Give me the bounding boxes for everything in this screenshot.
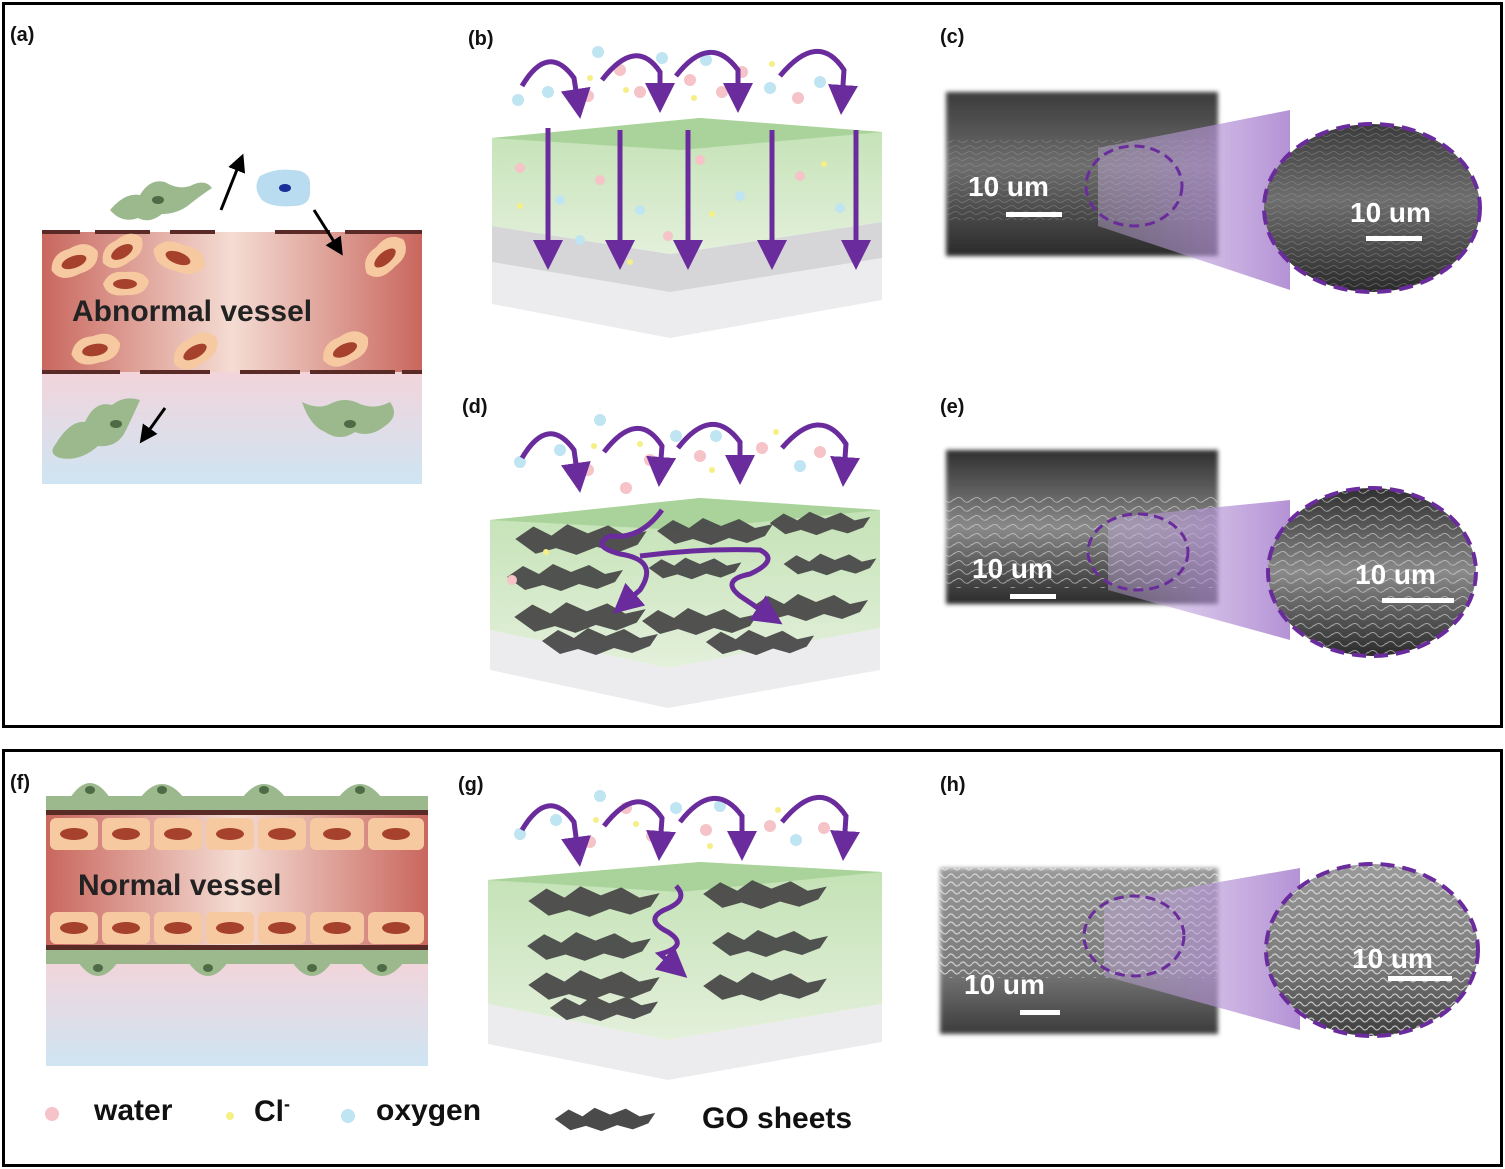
- sem-image-c: [946, 92, 1482, 294]
- permeation-arrows-d: [519, 422, 861, 625]
- scale-label-h-main: 10 um: [964, 969, 1045, 1000]
- legend-chloride-text: Cl: [254, 1095, 284, 1128]
- panel-label-g: (g): [458, 774, 484, 796]
- abnormal-vessel-diagram: [42, 153, 422, 484]
- panel-label-h: (h): [940, 774, 966, 796]
- permeation-arrows-b: [519, 49, 871, 270]
- panel-label-e: (e): [940, 396, 965, 418]
- panel-label-c: (c): [940, 26, 965, 48]
- legend-chloride-marker: [226, 1112, 234, 1120]
- legend: [45, 1107, 656, 1132]
- scale-label-c-zoom: 10 um: [1350, 197, 1431, 228]
- legend-oxygen-label: oxygen: [376, 1094, 482, 1127]
- pericyte-cells: [52, 181, 394, 459]
- permeation-arrows-g: [519, 795, 860, 978]
- particles-b: [512, 46, 845, 265]
- panel-label-b: (b): [468, 28, 494, 50]
- scale-label-e-main: 10 um: [972, 553, 1053, 584]
- endothelial-cells: [51, 233, 406, 370]
- membrane-go-diagram-d: [490, 498, 880, 708]
- abnormal-vessel-label: Abnormal vessel: [72, 295, 312, 328]
- endothelial-row-bottom: [50, 912, 424, 944]
- pericyte-layer-top: [46, 783, 428, 810]
- sem-image-e: [946, 450, 1478, 658]
- legend-go-sheet-marker: [554, 1107, 656, 1132]
- legend-oxygen-marker: [341, 1109, 355, 1123]
- legend-go-sheets-label: GO sheets: [702, 1102, 853, 1135]
- membrane-go-diagram-g: [488, 862, 882, 1080]
- legend-chloride-label: Cl-: [254, 1094, 290, 1129]
- legend-water-label: water: [94, 1094, 173, 1127]
- scale-label-c-main: 10 um: [968, 171, 1049, 202]
- endothelial-row-top: [50, 818, 424, 850]
- scale-label-e-zoom: 10 um: [1355, 559, 1436, 590]
- normal-vessel-label: Normal vessel: [78, 869, 281, 902]
- panel-label-a: (a): [10, 24, 35, 46]
- normal-vessel-diagram: [46, 783, 428, 1066]
- legend-water-marker: [45, 1107, 59, 1121]
- legend-chloride-superscript: -: [284, 1094, 290, 1114]
- panel-label-d: (d): [462, 396, 488, 418]
- panel-label-f: (f): [10, 772, 30, 794]
- tumor-cell: [256, 169, 311, 207]
- vessel-wall-dashes: [42, 230, 422, 374]
- sem-image-h: [940, 862, 1480, 1038]
- escape-arrows: [139, 153, 343, 444]
- scale-label-h-zoom: 10 um: [1352, 943, 1433, 974]
